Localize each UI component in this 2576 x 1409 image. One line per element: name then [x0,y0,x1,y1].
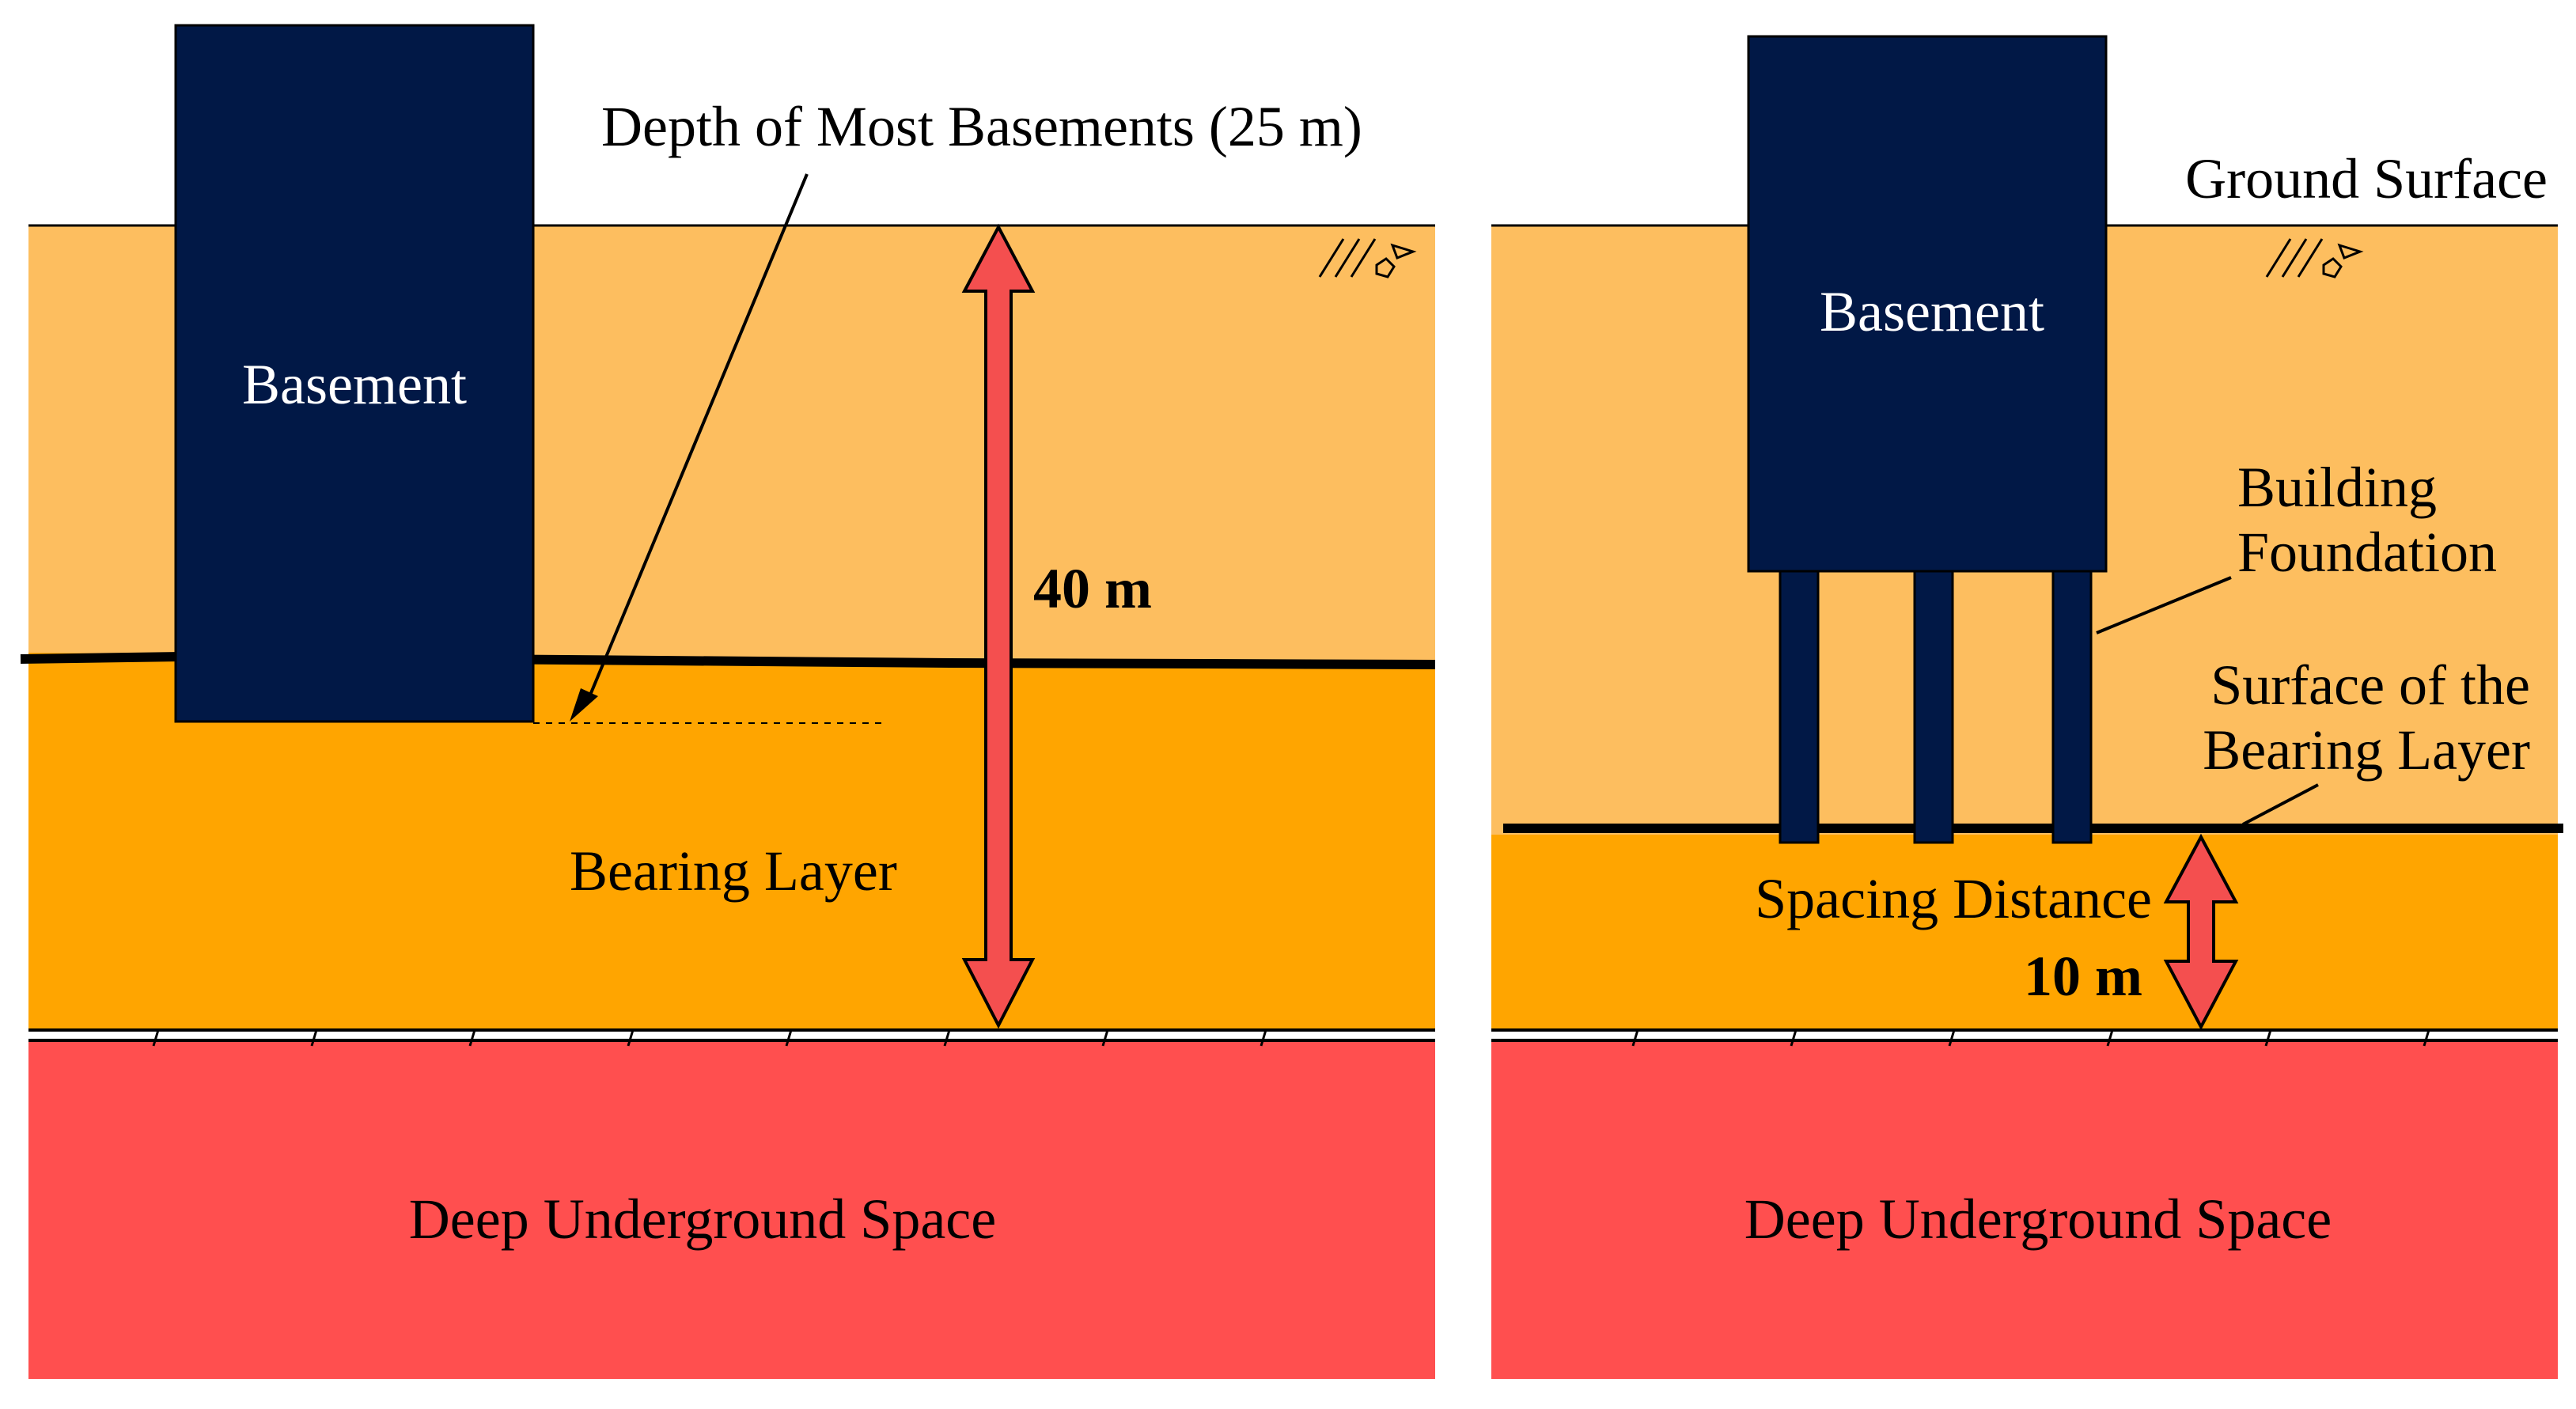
bearing-surface-label-line2: Bearing Layer [2203,718,2530,782]
foundation-pile-2 [1913,568,1954,844]
left-deep-boundary [28,1028,1435,1047]
foundation-label-line2: Foundation [2237,521,2497,584]
right-soil-symbol-icon [2265,238,2364,278]
left-bearing-layer-label: Bearing Layer [570,839,897,903]
foundation-pile-1 [1779,568,1820,844]
right-spacing-dimension-arrow [2163,833,2239,1031]
left-deep-underground-layer [28,1040,1435,1379]
left-basement [174,24,535,723]
left-basement-label: Basement [242,353,467,416]
left-depth-leader-line [585,173,809,703]
spacing-distance-label: Spacing Distance [1755,867,2152,930]
foundation-pile-3 [2051,568,2093,844]
left-bearing-surface-line [20,651,1436,669]
bearing-surface-leader-line [2242,783,2319,826]
foundation-label-line1: Building [2237,456,2437,519]
right-deep-boundary [1491,1028,2558,1047]
bearing-surface-label-line1: Surface of the [2210,653,2530,717]
left-panel: Basement Depth of Most Basements (25 m) … [20,24,1436,1379]
left-deep-underground-label: Deep Underground Space [409,1187,996,1251]
right-dimension-label: 10 m [2024,945,2142,1008]
right-bearing-layer [1491,835,2558,1028]
left-dimension-label: 40 m [1033,557,1152,620]
left-soil-symbol-icon [1318,238,1417,278]
ground-surface-label: Ground Surface [2185,147,2548,210]
right-deep-underground-label: Deep Underground Space [1744,1187,2332,1251]
left-depth-dimension-arrow [961,223,1036,1029]
right-basement-label: Basement [1820,280,2044,343]
left-depth-leader-arrowhead [570,688,598,722]
left-depth-annotation: Depth of Most Basements (25 m) [601,95,1362,158]
foundation-leader-line [2096,576,2232,634]
left-bearing-layer [28,653,1435,1028]
right-panel: Basement Ground Surface Building Foundat… [1491,35,2563,1379]
right-deep-underground-layer [1491,1040,2558,1379]
right-basement [1747,35,2108,573]
